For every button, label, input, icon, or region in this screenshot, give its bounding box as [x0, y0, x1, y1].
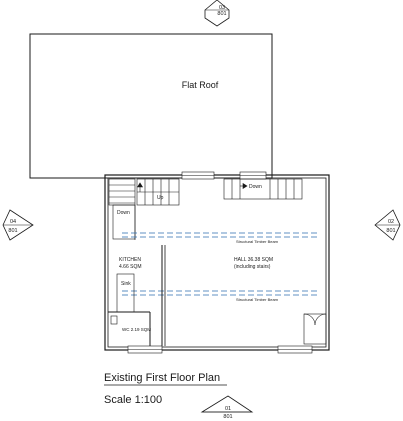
kitchen-partition-wall — [161, 245, 166, 346]
section-marker-bottom: 01 801 — [200, 395, 254, 420]
stair-left-down-label: Down — [117, 210, 130, 216]
drawing-scale: Scale 1:100 — [104, 394, 162, 406]
window-bottom-left — [127, 345, 163, 354]
sink-unit — [116, 273, 135, 313]
window-top — [181, 171, 215, 180]
wc-label: WC 2.19 SQM — [122, 327, 151, 332]
section-marker-bottom-sheet: 801 — [223, 414, 232, 420]
drawing-title: Existing First Floor Plan — [104, 372, 220, 384]
hall-label: HALL 36.38 SQM — [234, 257, 273, 263]
kitchen-label: KITCHEN — [119, 257, 141, 263]
flat-roof-label: Flat Roof — [182, 80, 219, 90]
section-marker-right-number: 02 — [388, 219, 394, 225]
timber-beam-lower-label: Structural Timber Beam — [236, 297, 279, 302]
hall-note-label: (including stairs) — [234, 264, 271, 270]
section-marker-top-number: 03 — [219, 5, 225, 11]
window-top-right — [239, 171, 267, 180]
kitchen-area-label: 4.66 SQM — [119, 264, 142, 270]
stair-down-arrow-icon — [240, 182, 248, 190]
wc-toilet-icon — [110, 315, 118, 325]
double-door-icon — [303, 313, 327, 345]
sink-label: Sink — [121, 281, 131, 287]
flat-roof-outline — [29, 33, 273, 179]
section-marker-top-sheet: 801 — [217, 11, 226, 17]
section-marker-top: 03 801 — [204, 0, 230, 27]
timber-beam-lower — [122, 290, 320, 296]
building-walls — [104, 174, 330, 351]
section-marker-left-sheet: 801 — [8, 228, 17, 234]
stair-up-label: Up — [157, 195, 164, 201]
stair-right — [223, 178, 303, 200]
timber-beam-upper — [122, 232, 320, 238]
section-marker-right-sheet: 801 — [386, 228, 395, 234]
timber-beam-upper-label: Structural Timber Beam — [236, 239, 279, 244]
section-marker-left-number: 04 — [10, 219, 16, 225]
stair-centre — [136, 178, 180, 206]
section-marker-left: 04 801 — [2, 209, 34, 241]
wc-walls — [108, 311, 151, 346]
section-marker-bottom-number: 01 — [225, 406, 231, 412]
section-marker-right: 02 801 — [374, 209, 401, 241]
window-bottom-right — [277, 345, 313, 354]
stair-right-down-label: Down — [249, 184, 262, 190]
stair-left — [108, 178, 136, 240]
stair-up-arrow-icon — [136, 182, 144, 192]
